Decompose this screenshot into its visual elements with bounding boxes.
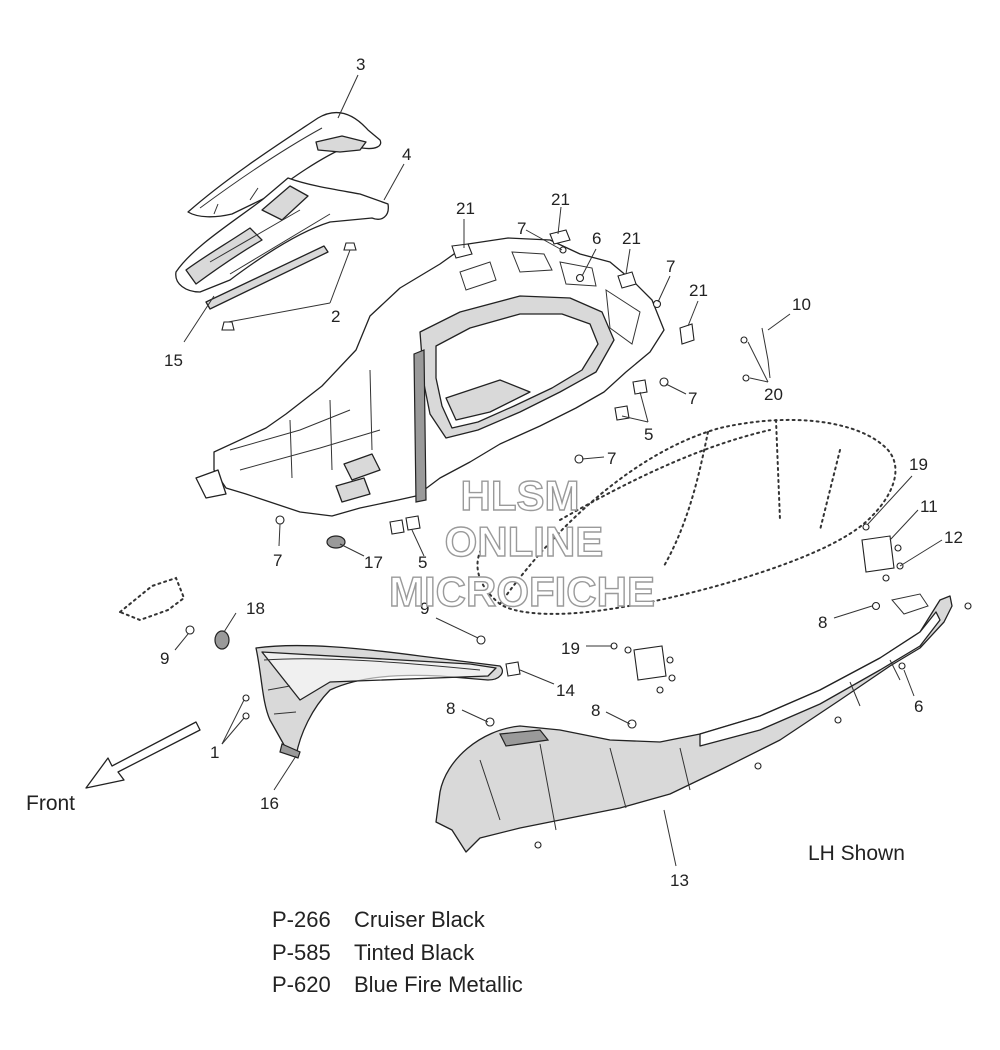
- callout-3: 3: [356, 55, 365, 74]
- color-name: Tinted Black: [354, 939, 475, 965]
- color-code: P-620: [272, 972, 331, 997]
- callout-21: 21: [622, 229, 641, 248]
- callout-1: 1: [210, 743, 219, 762]
- callout-2: 2: [331, 307, 340, 326]
- callout-5: 5: [644, 425, 653, 444]
- callout-8: 8: [591, 701, 600, 720]
- part-3-rail-cover: [187, 112, 382, 218]
- part-13-rear-side-panel: [435, 593, 953, 853]
- part-4-trim-panel: [175, 177, 389, 293]
- callout-18: 18: [246, 599, 265, 618]
- callout-6: 6: [592, 229, 601, 248]
- main-storage-body: [195, 237, 665, 517]
- callout-12: 12: [944, 528, 963, 547]
- front-direction-arrow-icon: [85, 721, 201, 789]
- callout-6: 6: [914, 697, 923, 716]
- callout-7: 7: [517, 219, 526, 238]
- callout-19: 19: [561, 639, 580, 658]
- callout-9: 9: [420, 599, 429, 618]
- color-name: Cruiser Black: [354, 907, 485, 932]
- callout-7: 7: [273, 551, 282, 570]
- callout-labels: 3 4 2 15 21 21 7 6 21 7 21 10 20 7 5 7 1…: [160, 55, 963, 890]
- callout-7: 7: [666, 257, 675, 276]
- lh-shown-label: LH Shown: [808, 842, 905, 865]
- watermark: HLSM ONLINE MICROFICHE: [388, 471, 655, 615]
- callout-7: 7: [607, 449, 616, 468]
- callout-16: 16: [260, 794, 279, 813]
- callout-8: 8: [446, 699, 455, 718]
- watermark-line-1: HLSM: [461, 472, 580, 519]
- hardware-group: [118, 229, 972, 849]
- color-code: P-266: [272, 907, 331, 932]
- callout-8: 8: [818, 613, 827, 632]
- callout-11: 11: [920, 497, 938, 516]
- callout-21: 21: [551, 190, 570, 209]
- leader-lines: [174, 74, 943, 867]
- color-code: P-585: [272, 939, 331, 965]
- part-16-front-side-panel: [255, 644, 503, 759]
- callout-15: 15: [164, 351, 183, 370]
- part-15-weatherstrip: [205, 245, 329, 310]
- color-list: P-266 Cruiser Black P-585 Tinted Black P-6…: [272, 904, 523, 1002]
- callout-10: 10: [792, 295, 811, 314]
- callout-14: 14: [556, 681, 575, 700]
- color-name: Blue Fire Metallic: [354, 972, 523, 997]
- front-label: Front: [26, 792, 75, 815]
- color-row: P-585 Tinted Black: [272, 937, 523, 970]
- callout-5: 5: [418, 553, 427, 572]
- color-row: P-620 Blue Fire Metallic: [272, 969, 523, 1002]
- callout-21: 21: [456, 199, 475, 218]
- callout-20: 20: [764, 385, 783, 404]
- callout-9: 9: [160, 649, 169, 668]
- callout-19: 19: [909, 455, 928, 474]
- color-row: P-266 Cruiser Black: [272, 904, 523, 937]
- watermark-line-2: ONLINE: [445, 518, 604, 565]
- callout-17: 17: [364, 553, 383, 572]
- seat-phantom-outline: [476, 418, 897, 615]
- callout-4: 4: [402, 145, 411, 164]
- callout-21: 21: [689, 281, 708, 300]
- watermark-line-3: MICROFICHE: [389, 568, 655, 615]
- callout-7: 7: [688, 389, 697, 408]
- callout-13: 13: [670, 871, 689, 890]
